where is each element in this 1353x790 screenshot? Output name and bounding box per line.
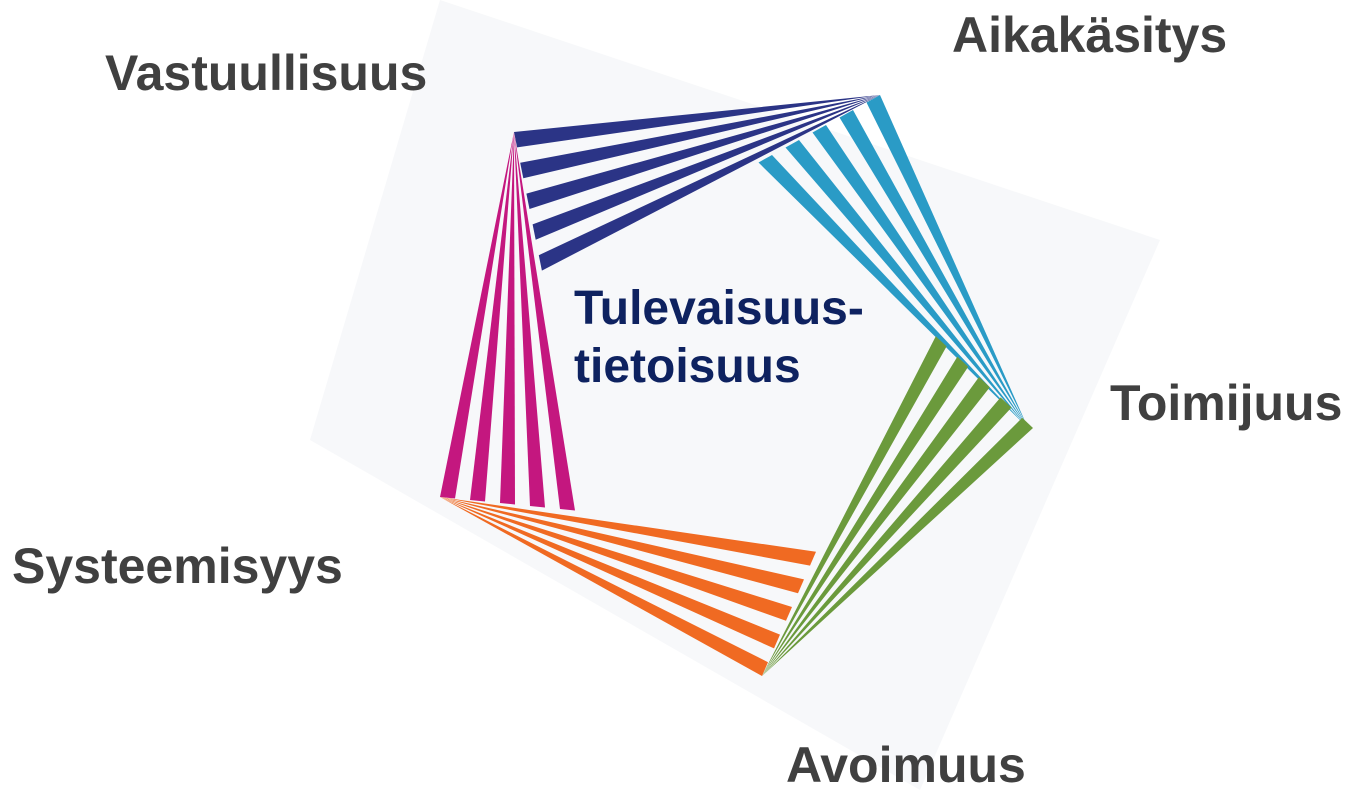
label-avoimuus: Avoimuus — [786, 740, 1026, 790]
center-title-line1: Tulevaisuus- — [574, 280, 864, 338]
center-title: Tulevaisuus- tietoisuus — [574, 280, 864, 396]
center-title-line2: tietoisuus — [574, 338, 864, 396]
label-systeemisyys: Systeemisyys — [12, 541, 343, 591]
label-vastuullisuus: Vastuullisuus — [105, 48, 427, 98]
label-toimijuus: Toimijuus — [1110, 378, 1342, 428]
label-aikakasitys: Aikakäsitys — [952, 10, 1227, 60]
